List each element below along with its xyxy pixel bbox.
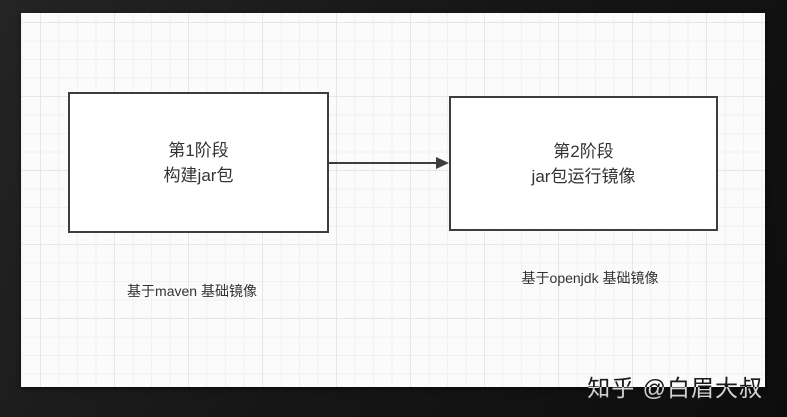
stage1-box: 第1阶段 构建jar包 — [68, 92, 329, 233]
stage2-box: 第2阶段 jar包运行镜像 — [449, 96, 718, 231]
stage2-title-line2: jar包运行镜像 — [531, 166, 636, 186]
stage1-caption: 基于maven 基础镜像 — [127, 283, 257, 299]
arrow-head-icon — [436, 157, 449, 169]
stage1-to-stage2-arrow-line — [329, 162, 438, 164]
stage2-title-line1: 第2阶段 — [553, 141, 614, 161]
stage2-caption: 基于openjdk 基础镜像 — [521, 270, 659, 286]
stage1-title-line2: 构建jar包 — [163, 165, 234, 185]
stage1-title-line1: 第1阶段 — [168, 140, 229, 160]
zhihu-watermark: 知乎 @白眉大叔 — [587, 375, 763, 401]
